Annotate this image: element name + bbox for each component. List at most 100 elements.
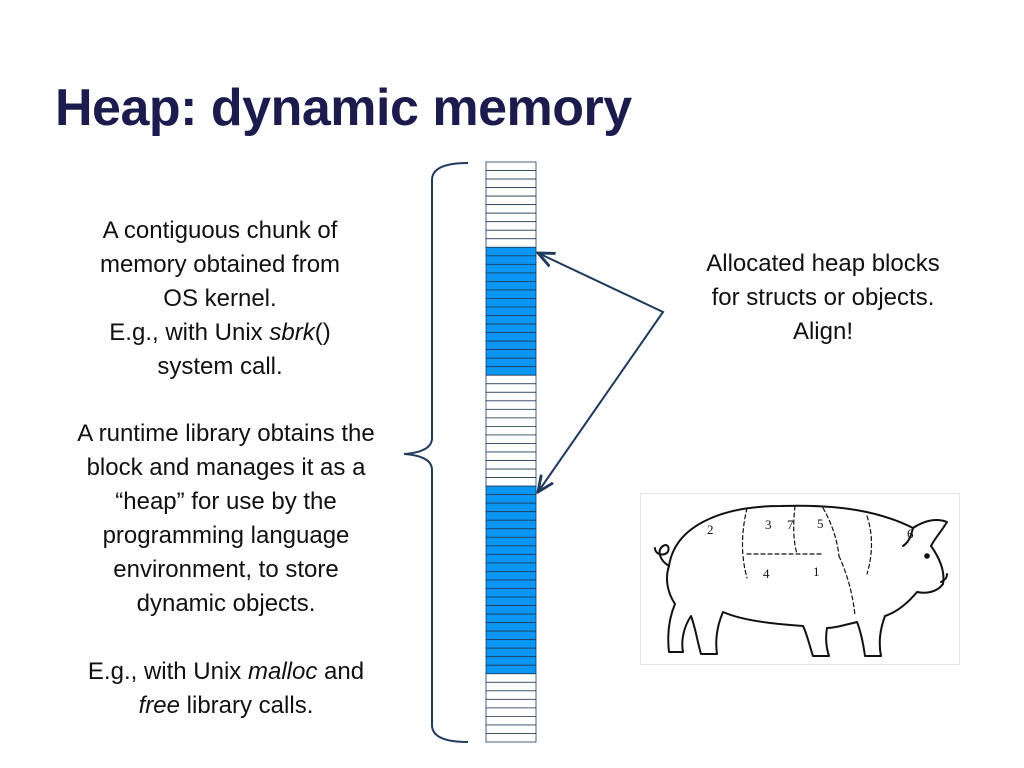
text-line: dynamic objects. [136,590,316,617]
pig-butcher-diagram: 2 3 7 5 6 4 1 [640,493,960,665]
malloc-free-description: E.g., with Unix malloc and free library … [40,655,412,723]
heap-row-allocated [485,281,537,291]
heap-row-allocated [485,622,537,632]
heap-row-free [485,238,537,248]
text-line: environment, to store [113,556,339,583]
heap-chunk-description: A contiguous chunk of memory obtained fr… [40,214,400,384]
heap-row-allocated [485,536,537,547]
pig-cut-number: 7 [787,517,794,532]
pointer-arrow [538,253,665,492]
heap-row-allocated [485,502,537,513]
text-line: A runtime library obtains the [77,420,375,447]
pig-cut-number: 5 [817,516,824,531]
heap-row-free [485,443,537,453]
heap-row-allocated [485,605,537,615]
heap-row-free [485,417,537,427]
slide-title: Heap: dynamic memory [55,79,632,137]
pig-cut-number: 1 [813,564,820,579]
heap-row-allocated [485,349,537,359]
text-line: Allocated heap blocks [706,250,940,277]
heap-row-allocated [485,630,537,641]
heap-row-allocated [485,246,537,257]
heap-row-free [485,178,537,188]
malloc-italic: malloc [247,658,318,685]
heap-row-allocated [485,596,537,606]
heap-row-free [485,690,537,700]
text-line: free library calls. [40,689,412,723]
sbrk-italic: sbrk [269,319,315,346]
heap-row-free [485,716,537,726]
heap-row-allocated [485,528,537,538]
heap-row-allocated [485,263,537,274]
text-fragment: and [317,658,365,685]
heap-row-allocated [485,315,537,325]
heap-memory-column [485,161,537,743]
heap-row-allocated [485,357,537,368]
heap-row-free [485,221,537,231]
heap-row-allocated [485,289,537,299]
heap-row-allocated [485,323,537,333]
heap-row-free [485,681,537,692]
text-line: system call. [157,353,283,380]
text-line: Align! [792,318,854,345]
text-line: for structs or objects. [711,284,935,311]
heap-row-allocated [485,553,537,564]
heap-row-allocated [485,613,537,623]
pig-cut-number: 2 [707,522,714,537]
text-fragment: E.g., with Unix [87,658,248,685]
heap-row-free [485,204,537,214]
heap-row-allocated [485,272,537,282]
heap-row-free [485,374,537,385]
heap-row-allocated [485,647,537,658]
heap-row-free [485,195,537,206]
text-line: block and manages it as a [86,454,366,481]
heap-row-free [485,229,537,240]
heap-row-free [485,451,537,461]
heap-row-allocated [485,562,537,572]
pig-cut-number: 6 [907,526,914,541]
heap-row-free [485,434,537,444]
heap-row-allocated [485,511,537,521]
heap-row-allocated [485,571,537,581]
text-line: E.g., with Unix malloc and [40,655,412,689]
heap-row-free [485,426,537,436]
heap-row-free [485,383,537,393]
heap-row-free [485,400,537,410]
heap-row-allocated [485,332,537,342]
heap-row-allocated [485,656,537,666]
heap-row-free [485,733,537,743]
text-line: “heap” for use by the [115,488,337,515]
text-fragment: library calls. [180,692,314,719]
pig-cut-number: 4 [763,566,770,581]
heap-row-free [485,468,537,478]
heap-row-free [485,408,537,419]
heap-row-free [485,187,537,197]
heap-row-allocated [485,588,537,598]
heap-row-allocated [485,579,537,589]
heap-row-free [485,391,537,402]
heap-row-allocated [485,664,537,675]
text-fragment: () [314,319,331,346]
text-line: programming language [102,522,350,549]
pig-cut-number: 3 [765,517,772,532]
free-italic: free [138,692,180,719]
heap-row-free [485,724,537,734]
heap-row-free [485,673,537,683]
heap-row-free [485,460,537,470]
heap-row-free [485,698,537,709]
heap-row-allocated [485,485,537,496]
heap-row-allocated [485,494,537,504]
heap-row-free [485,212,537,223]
heap-row-allocated [485,545,537,555]
heap-row-allocated [485,298,537,308]
heap-row-allocated [485,519,537,530]
text-line: OS kernel. [163,285,277,312]
text-line: A contiguous chunk of [102,217,338,244]
text-fragment: E.g., with Unix [109,319,270,346]
heap-row-allocated [485,255,537,265]
allocated-blocks-label: Allocated heap blocks for structs or obj… [668,247,978,349]
heap-row-allocated [485,366,537,376]
brace-icon [403,162,469,743]
runtime-library-description: A runtime library obtains the block and … [40,417,412,621]
